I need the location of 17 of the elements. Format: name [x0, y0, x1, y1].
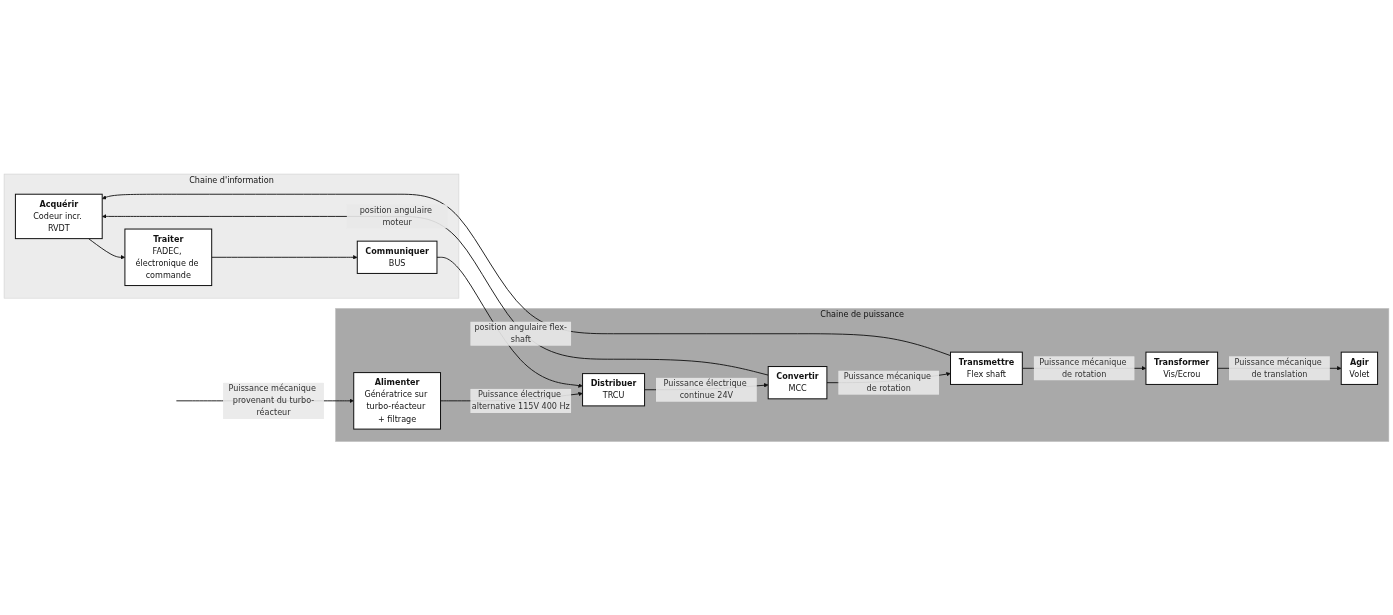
node-box: Transmettre Flex shaft	[950, 351, 1023, 385]
edge-label: Puissance mécanique de rotation	[843, 371, 932, 393]
edge-label: Puissance mécanique provenant du turbo-réacteur	[228, 383, 316, 418]
node-box: Distribuer TRCU	[582, 372, 646, 406]
node-box: Alimenter Génératrice sur turbo-réacteur + filtrage	[353, 371, 442, 430]
node-box: Traiter FADEC, électronique de commande	[124, 228, 213, 286]
edge-label: position angulaire moteur	[359, 204, 433, 227]
node-box: Transformer Vis/Ecrou	[1145, 351, 1219, 385]
node-box: Acquérir Codeur incr. RVDT	[14, 193, 103, 239]
edge-label: Puissance mécanique de translation	[1234, 356, 1322, 379]
node-box: Agir Volet	[1340, 351, 1379, 385]
edge-label: Puissance mécanique de rotation	[1039, 356, 1127, 379]
edge-label: Puissance électrique alternative 115V 400 Hz	[471, 389, 570, 412]
node-box: Convertir MCC	[767, 365, 828, 399]
edge-label: position angulaire flex-shaft	[474, 322, 568, 344]
edge-label: Puissance électrique continue 24V	[663, 378, 747, 400]
node-box: Communiquer BUS	[356, 240, 438, 274]
